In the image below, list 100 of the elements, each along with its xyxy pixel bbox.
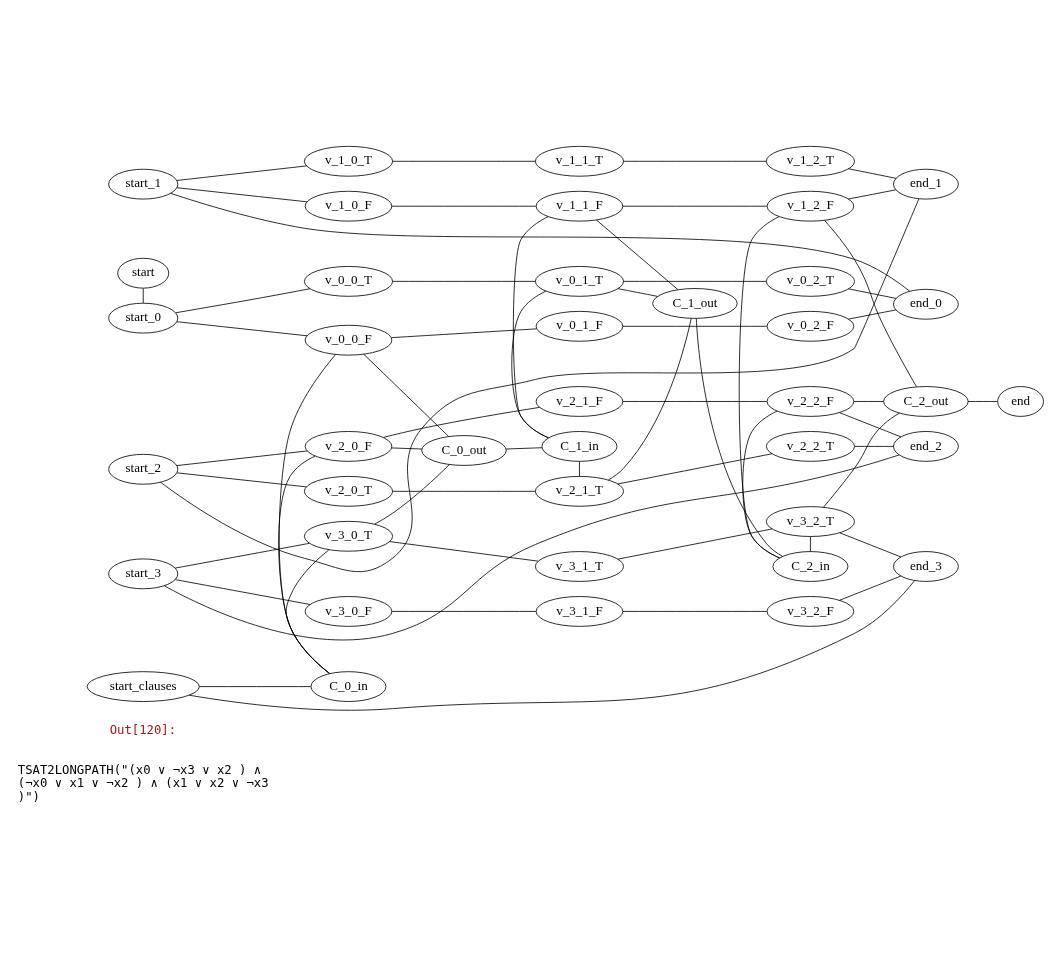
node-ellipse: v_1_0_T (303, 145, 393, 177)
connector (848, 288, 897, 299)
connector (278, 455, 330, 674)
connector (622, 401, 768, 402)
node-ellipse: C_1_out (652, 288, 738, 319)
node-ellipse: C_2_in (772, 551, 849, 582)
node-ellipse: v_2_2_F (766, 386, 855, 417)
connector (175, 579, 311, 605)
connector (579, 461, 580, 477)
label: TSAT2LONGPATH("(x0 ∨ ¬x3 ∨ x2 ) ∧ (¬x0 ∨ x1 ∨ ¬x2 ) ∧ (x1 ∨ x2 ∨ ¬x3 )") (17, 762, 269, 805)
connector (285, 549, 330, 674)
connector (188, 580, 915, 711)
node-ellipse: C_2_out (883, 386, 969, 417)
node-ellipse: v_2_0_T (303, 476, 393, 507)
connector (199, 686, 312, 687)
node-ellipse: v_2_0_F (304, 431, 393, 462)
connector (363, 353, 449, 437)
connector (854, 446, 894, 447)
connector (617, 288, 658, 297)
connector (383, 406, 540, 438)
node-ellipse: start_clauses (86, 671, 200, 702)
connector (839, 575, 902, 601)
connector (176, 187, 308, 203)
node-ellipse: v_3_2_T (765, 506, 855, 537)
connector (848, 168, 897, 179)
connector (839, 412, 902, 438)
connector (810, 536, 811, 552)
node-ellipse: C_1_in (541, 431, 618, 462)
connector (392, 280, 536, 282)
connector (392, 490, 536, 492)
node-ellipse: start_3 (108, 558, 179, 590)
node-ellipse: v_0_2_T (765, 266, 855, 297)
connector (175, 542, 310, 569)
connector (695, 318, 783, 557)
connector (176, 321, 308, 337)
node-ellipse: end_3 (893, 551, 959, 582)
node-ellipse: v_2_1_F (535, 386, 624, 417)
node-ellipse: end_0 (893, 288, 959, 320)
label: Out[120]: (109, 722, 177, 737)
node-ellipse: end_2 (893, 431, 959, 462)
node-ellipse: v_2_2_T (765, 431, 855, 462)
node-ellipse: v_3_1_T (534, 551, 624, 582)
node-ellipse: v_1_2_T (765, 145, 855, 177)
node-ellipse: start_1 (108, 168, 179, 200)
connector (623, 280, 767, 282)
connector (512, 216, 549, 439)
connector (164, 454, 900, 641)
node-ellipse: v_1_1_F (535, 190, 624, 222)
node-ellipse: start_2 (108, 453, 179, 485)
connector (622, 611, 768, 612)
connector (824, 220, 917, 388)
connector (738, 216, 780, 559)
node-ellipse: C_0_in (310, 671, 387, 702)
connector (390, 328, 537, 339)
connector (176, 165, 308, 181)
connector (853, 401, 885, 402)
connector (596, 219, 679, 290)
node-ellipse: v_0_2_F (766, 310, 855, 342)
connector (160, 198, 920, 573)
node-ellipse: v_1_0_F (304, 190, 393, 222)
connector (170, 193, 911, 292)
connector (176, 450, 308, 466)
connector (142, 287, 144, 304)
connector (623, 160, 767, 162)
connector (967, 401, 998, 402)
connector (278, 354, 336, 674)
node-ellipse: v_2_1_T (534, 476, 624, 507)
node-ellipse: v_1_2_F (766, 190, 855, 222)
node-ellipse: v_0_1_T (534, 266, 624, 297)
connector (391, 205, 537, 207)
connector (823, 412, 900, 508)
connector (617, 453, 773, 485)
connector (505, 447, 543, 450)
connector (622, 205, 768, 207)
connector (175, 288, 311, 314)
node-ellipse: v_3_1_F (535, 596, 624, 627)
node-ellipse: v_0_0_F (304, 324, 393, 356)
node-ellipse: v_0_1_F (535, 310, 624, 342)
node-ellipse: v_0_0_T (303, 266, 393, 297)
node-ellipse: v_1_1_T (534, 145, 624, 177)
node-ellipse: C_0_out (421, 435, 507, 466)
connector (389, 541, 539, 562)
node-ellipse: end_1 (893, 168, 959, 200)
connector (608, 318, 692, 481)
connector (742, 410, 780, 559)
connector (391, 611, 537, 612)
node-ellipse: v_3_0_F (304, 596, 393, 627)
connector (839, 532, 902, 558)
connector (848, 309, 897, 320)
node-ellipse: end (997, 386, 1044, 417)
node-ellipse: v_3_2_F (766, 596, 855, 627)
node-ellipse: v_3_0_T (303, 520, 393, 552)
connector (617, 528, 773, 560)
connector (392, 160, 536, 162)
connector (176, 472, 307, 488)
connector (848, 189, 897, 200)
node-ellipse: start_0 (108, 302, 179, 334)
node-ellipse: start (117, 257, 170, 289)
connector (374, 464, 450, 525)
connector (622, 325, 768, 327)
